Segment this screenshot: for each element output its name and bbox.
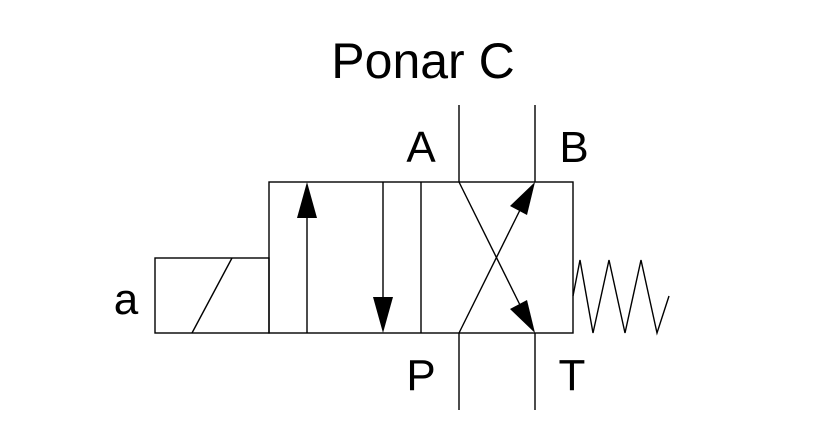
port-label-p: P [406,351,435,400]
solenoid-diagonal [191,257,233,334]
position-crossed [458,181,535,334]
arrow-up-right-icon [510,182,535,215]
flow-line-cross-down [458,181,521,306]
port-label-b: B [559,123,588,172]
port-label-t: T [559,351,586,400]
valve-body [268,181,574,334]
arrow-up-icon [297,182,317,218]
solenoid-actuator [154,257,270,334]
arrow-down-right-icon [510,300,535,333]
arrow-down-icon [373,297,393,333]
actuator-label: a [114,275,139,324]
diagram-title: Ponar C [331,33,514,89]
port-lines [458,105,536,410]
position-parallel [297,182,393,333]
flow-line-cross-up [458,209,521,334]
spring-icon [572,259,670,336]
port-label-a: A [406,123,436,172]
